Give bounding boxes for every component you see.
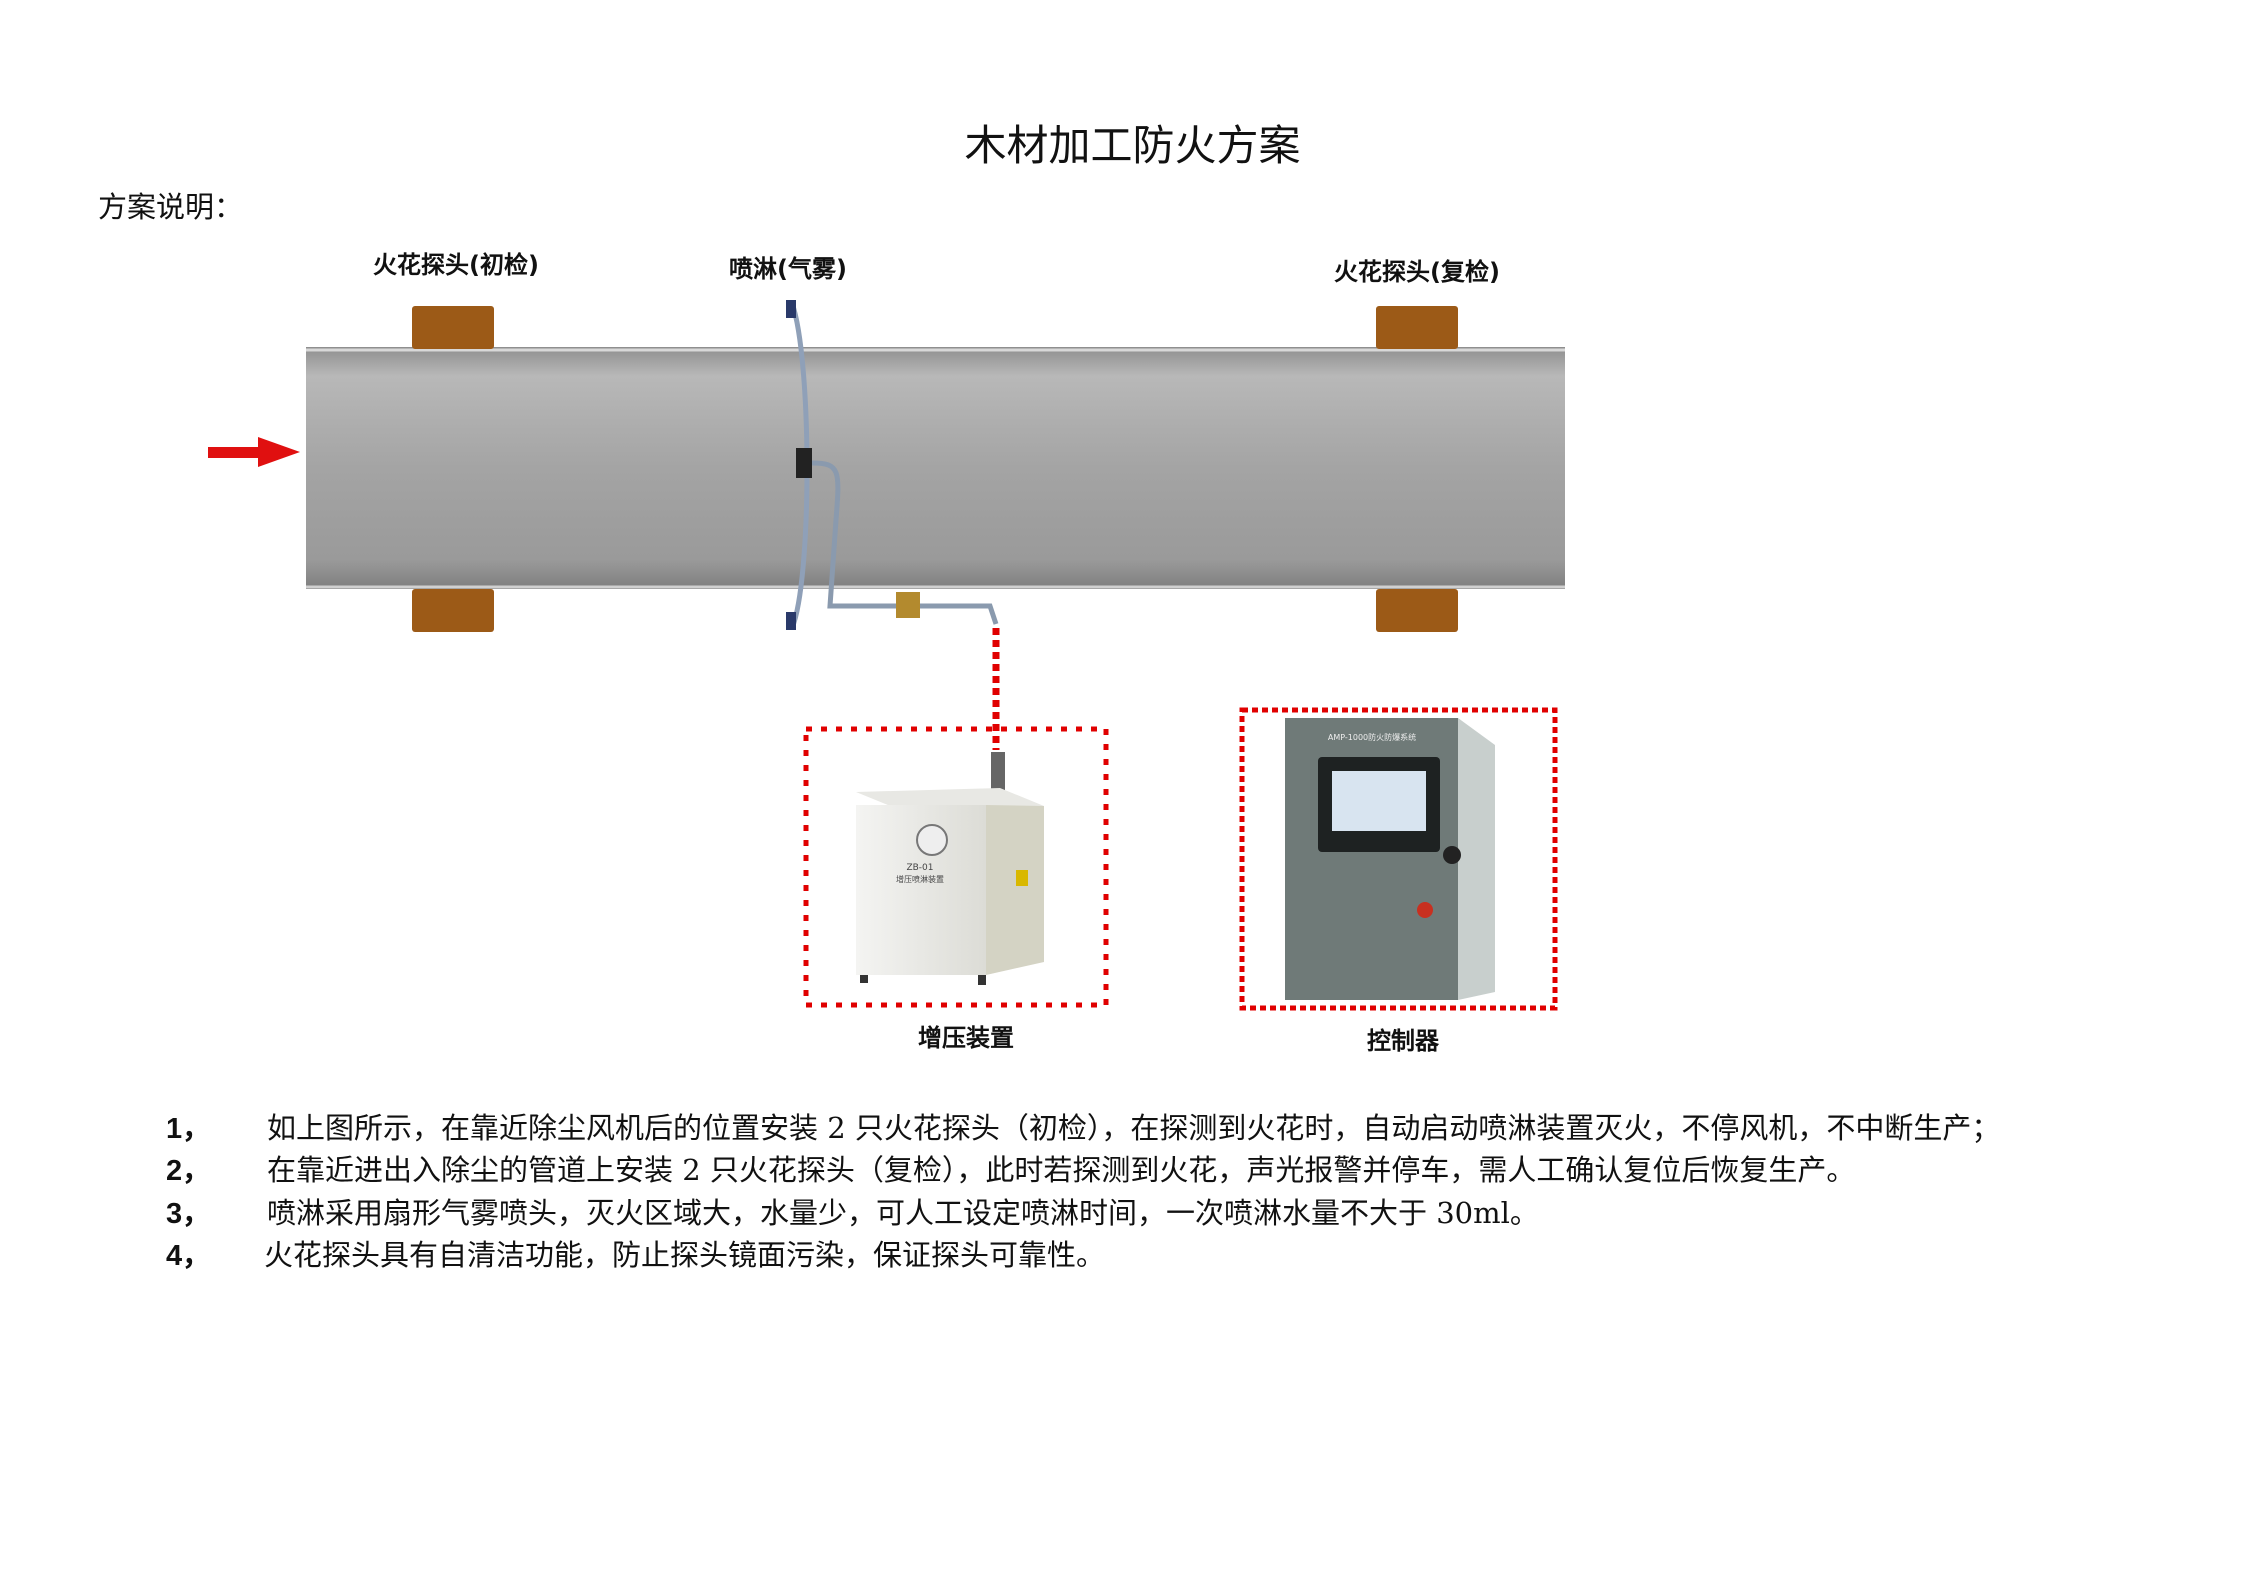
note-number: 3，	[166, 1198, 212, 1230]
list-item: 4， 火花探头具有自清洁功能，防止探头镜面污染，保证探头可靠性。	[166, 1232, 1105, 1274]
label-sensor-recheck: 火花探头(复检)	[1334, 258, 1500, 286]
note-number: 4，	[166, 1240, 212, 1272]
note-number: 1，	[166, 1113, 212, 1145]
note-text: 在靠近进出入除尘的管道上安装 2 只火花探头（复检），此时若探测到火花，声光报警…	[267, 1153, 1856, 1187]
label-spray: 喷淋(气雾)	[729, 255, 847, 283]
airflow-arrow-icon	[208, 437, 300, 467]
note-text: 喷淋采用扇形气雾喷头，灭火区域大，水量少，可人工设定喷淋时间，一次喷淋水量不大于…	[267, 1196, 1539, 1230]
list-item: 2， 在靠近进出入除尘的管道上安装 2 只火花探头（复检），此时若探测到火花，声光…	[166, 1147, 1855, 1189]
booster-panel-name: 增压喷淋装置	[896, 874, 944, 884]
spark-sensor-icon	[412, 306, 1458, 632]
list-item: 1， 如上图所示，在靠近除尘风机后的位置安装 2 只火花探头（初检），在探测到火花…	[166, 1105, 2000, 1147]
spray-nozzle-ring-icon	[786, 300, 999, 630]
controller-highlight-frame	[1239, 707, 1558, 1011]
list-item: 3， 喷淋采用扇形气雾喷头，灭火区域大，水量少，可人工设定喷淋时间，一次喷淋水量不…	[166, 1190, 1539, 1232]
booster-panel-model: ZB-01	[906, 863, 933, 873]
controller-panel-model: AMP-1000防火防爆系统	[1328, 732, 1416, 742]
intro-label: 方案说明：	[98, 190, 244, 224]
label-controller: 控制器	[1367, 1027, 1439, 1055]
label-booster: 增压装置	[918, 1024, 1014, 1052]
controller-cabinet-icon: AMP-1000防火防爆系统	[1285, 718, 1495, 1000]
duct-pipe	[306, 347, 1565, 589]
page-title: 木材加工防火方案	[964, 121, 1301, 170]
note-text: 如上图所示，在靠近除尘风机后的位置安装 2 只火花探头（初检），在探测到火花时，…	[267, 1111, 2001, 1145]
booster-highlight-frame	[803, 726, 1109, 1008]
note-text: 火花探头具有自清洁功能，防止探头镜面污染，保证探头可靠性。	[264, 1238, 1106, 1272]
booster-device-icon: ZB-01 增压喷淋装置	[856, 752, 1044, 985]
note-number: 2，	[166, 1155, 212, 1187]
label-sensor-initial: 火花探头(初检)	[373, 251, 539, 279]
